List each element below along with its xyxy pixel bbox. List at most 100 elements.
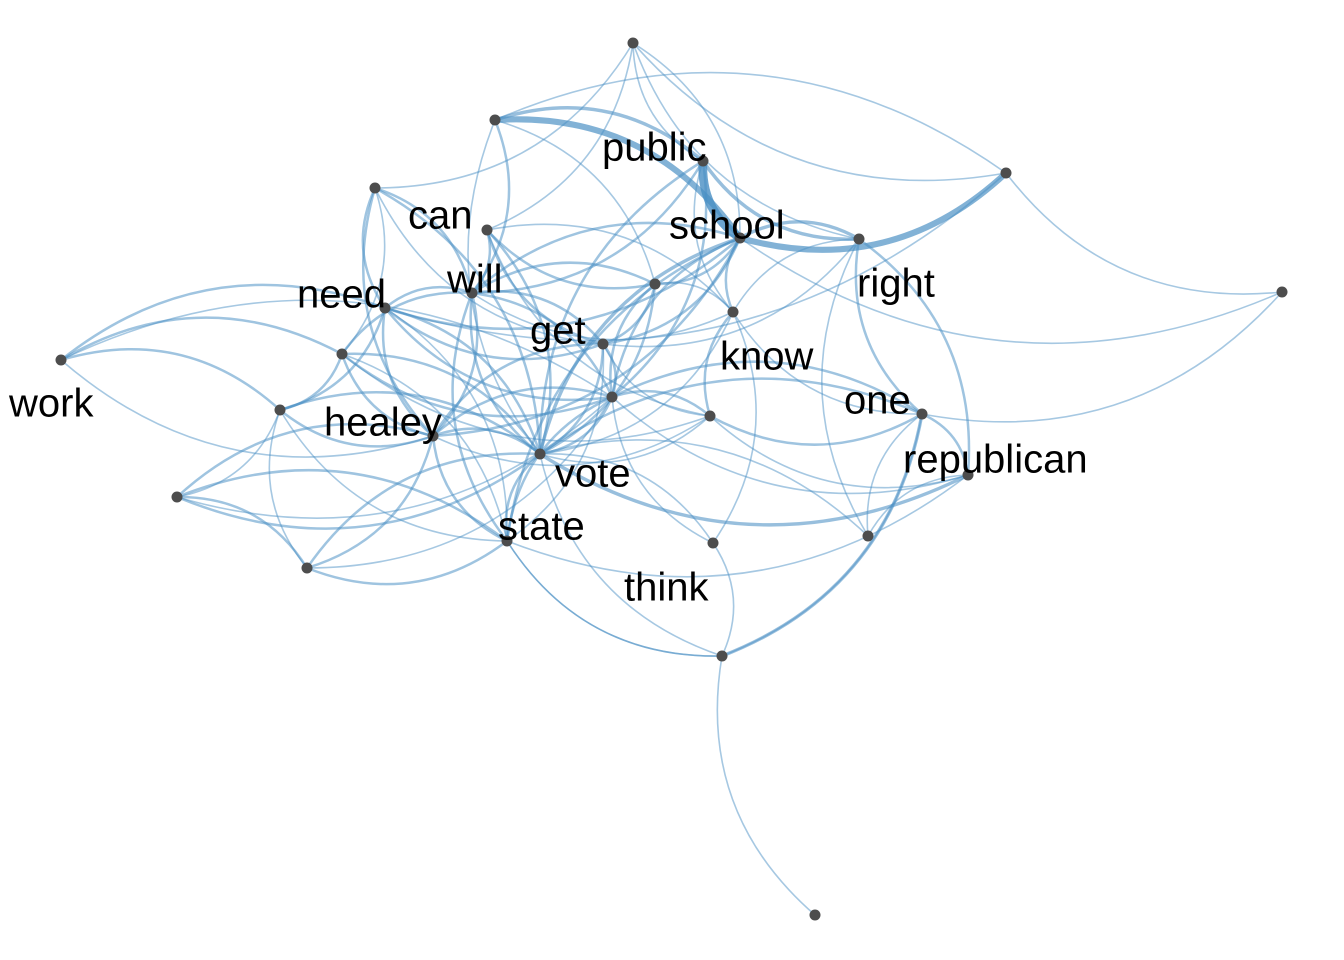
edge-n_know2-one [708, 412, 924, 446]
edge-know-think [712, 311, 757, 544]
edges-layer [59, 42, 1283, 916]
node-label-republican: republican [903, 438, 1088, 482]
node-n_bottom [716, 650, 728, 662]
edge-n_can-vote [485, 228, 552, 456]
edge-healey-vote [431, 427, 542, 456]
edge-can-will [373, 186, 474, 295]
edge-public-know [693, 160, 734, 313]
edge-n_left2-vote [278, 391, 542, 456]
node-think [707, 537, 719, 549]
edge-know-one [732, 311, 923, 415]
edge-n_tl-n_get [494, 119, 656, 285]
edge-public-right [701, 159, 861, 241]
edge-will-get [470, 290, 605, 346]
edge-n_get-vote [538, 282, 657, 456]
edge-vote-n_bl [175, 452, 542, 530]
node-label-one: one [844, 379, 911, 423]
edge-work-n_left2 [59, 348, 282, 412]
edge-healey-n_bl [175, 422, 435, 499]
edge-will-n_center [470, 291, 614, 399]
edge-top-can [374, 42, 634, 189]
edge-n_bottom-one [721, 413, 923, 657]
node-label-right: right [857, 262, 935, 306]
edge-need-work [59, 283, 387, 362]
node-know [727, 306, 739, 318]
edge-n_mid_left-n_center [340, 352, 614, 418]
edge-know-vote [539, 311, 734, 455]
edge-n_right2-school [739, 237, 1283, 345]
node-can [369, 182, 381, 194]
edge-right-n_br [820, 238, 869, 537]
edge-vote-n_bl2 [305, 452, 542, 570]
node-label-vote: vote [555, 452, 631, 496]
edge-n_mid_left-vote [340, 352, 542, 456]
edge-get-n_get [601, 282, 657, 346]
edge-n_know2-republican [709, 415, 969, 489]
edge-n_can-know [486, 223, 734, 313]
edge-far_right-n_tl [494, 71, 1007, 174]
edge-school-far_right [736, 169, 1010, 253]
node-n_bl2 [301, 562, 313, 574]
edge-will-healey [431, 291, 479, 438]
node-state [501, 535, 513, 547]
node-label-public: public [602, 126, 707, 170]
edge-n_center-republican [611, 396, 969, 495]
node-school [734, 232, 746, 244]
edge-top-school [632, 42, 741, 239]
edge-n_center-think [611, 396, 714, 544]
edge-one-n_br [866, 413, 923, 537]
edge-n_mid_left-state [341, 353, 508, 542]
edge-healey-n_center [431, 386, 614, 438]
edge-vote-state [504, 452, 542, 543]
node-n_right2 [1276, 286, 1288, 298]
edge-public-will [470, 159, 705, 295]
edge-will-n_get [470, 261, 657, 295]
node-n_can [481, 224, 493, 236]
edge-right-get [602, 238, 860, 348]
edge-republican-vote [538, 452, 970, 527]
edge-one-n_bottom [720, 412, 924, 658]
edge-top-public [632, 42, 704, 162]
edge-n_left2-n_bl [176, 409, 281, 498]
edge-get-healey [431, 342, 605, 438]
node-label-school: school [669, 204, 785, 248]
edge-republican-state [506, 474, 969, 578]
edge-can-healey [361, 186, 435, 438]
edge-top-n_can [486, 42, 634, 231]
edge-get-state [506, 343, 605, 542]
node-right [853, 233, 865, 245]
node-n_get [649, 278, 661, 290]
edge-n_can-n_get [485, 228, 657, 290]
node-n_left2 [274, 404, 286, 416]
edge-n_bl-n_bl2 [175, 495, 309, 570]
node-n_br [862, 530, 874, 542]
edge-vote-think [539, 453, 714, 544]
edge-need-healey [381, 306, 435, 438]
edge-n_tl-school [491, 116, 744, 242]
node-label-will: will [446, 258, 503, 302]
node-healey [427, 430, 439, 442]
edge-n_left2-state [279, 409, 508, 542]
node-far_right [1000, 167, 1012, 179]
node-label-think: think [624, 566, 709, 610]
edge-far_right-n_right2 [1005, 172, 1283, 295]
edge-n_bl-n_center [176, 396, 613, 519]
edge-n_center-vote [538, 395, 614, 456]
edge-need-state [384, 307, 508, 542]
node-n_bl [171, 491, 183, 503]
edge-n_bottom-state [506, 540, 723, 657]
edge-will-n_mid_left [340, 291, 474, 356]
edge-n_tl-will [470, 118, 511, 295]
edge-healey-state [431, 434, 509, 543]
edge-school-n_get [653, 236, 742, 286]
nodes-layer [55, 37, 1288, 921]
edge-know-n_know2 [703, 310, 735, 418]
edge-state-n_bl [175, 468, 509, 543]
node-label-healey: healey [324, 401, 442, 445]
edge-need-get [383, 306, 605, 361]
edge-one-vote [538, 377, 924, 456]
node-work [55, 354, 67, 366]
node-republican [962, 469, 974, 481]
